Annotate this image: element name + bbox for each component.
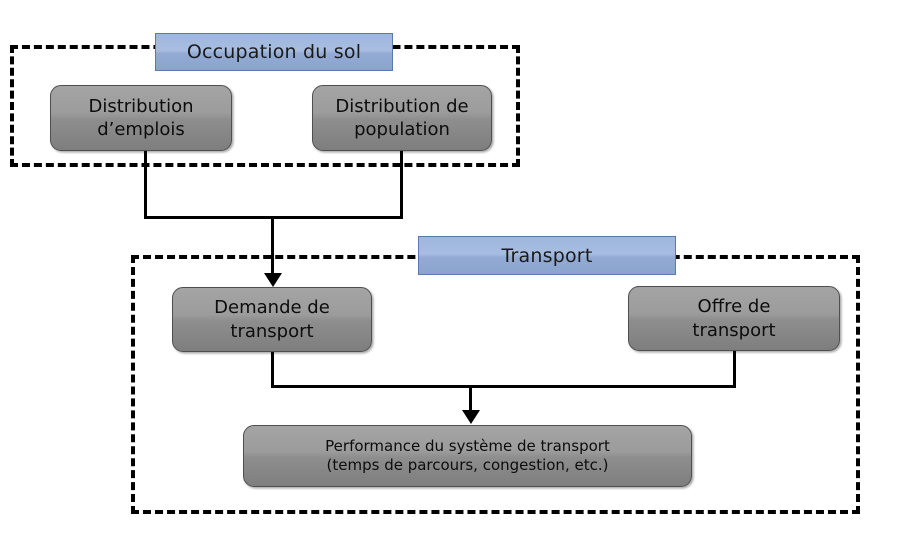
node-performance-systeme-transport-label: Performance du système de transport (tem… (325, 436, 610, 474)
connector-merge-bar-transport (271, 385, 736, 388)
connector-drop-to-demande (271, 216, 274, 278)
node-distribution-emplois[interactable]: Distribution d’emplois (50, 85, 232, 151)
connector-stem-demande (271, 351, 274, 388)
node-distribution-population[interactable]: Distribution de population (312, 85, 492, 151)
node-offre-de-transport[interactable]: Offre de transport (628, 286, 840, 351)
connector-stem-offre (733, 350, 736, 388)
node-distribution-population-label: Distribution de population (335, 95, 469, 140)
node-performance-systeme-transport[interactable]: Performance du système de transport (tem… (243, 425, 692, 487)
group-header-occupation-du-sol: Occupation du sol (155, 33, 393, 71)
arrowhead-to-performance (462, 410, 480, 424)
node-demande-de-transport-label: Demande de transport (214, 297, 330, 342)
node-demande-de-transport[interactable]: Demande de transport (172, 287, 372, 352)
connector-stem-population (400, 150, 403, 219)
connector-drop-to-performance (469, 385, 472, 414)
group-header-transport: Transport (418, 236, 676, 275)
arrowhead-to-demande-de-transport (264, 273, 282, 287)
node-distribution-emplois-label: Distribution d’emplois (88, 95, 194, 140)
connector-stem-emplois (144, 150, 147, 219)
node-offre-de-transport-label: Offre de transport (692, 296, 776, 341)
